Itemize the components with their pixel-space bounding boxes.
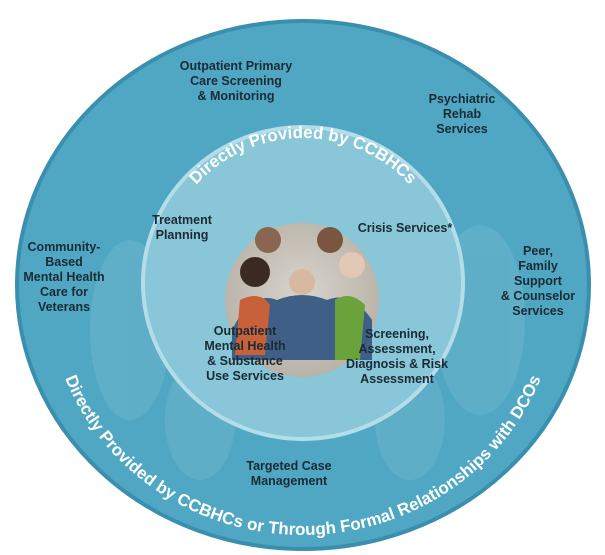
service-label-line: Peer,: [523, 244, 553, 258]
service-label-line: Care for: [40, 285, 88, 299]
service-label-line: Based: [45, 255, 83, 269]
service-label-line: Services: [512, 304, 563, 318]
service-label-line: Mental Health: [23, 270, 104, 284]
service-label-line: Crisis Services*: [358, 221, 453, 235]
service-label-line: Community-: [28, 240, 101, 254]
service-label-line: & Monitoring: [197, 89, 274, 103]
service-label-line: Support: [514, 274, 563, 288]
service-label-line: Care Screening: [190, 74, 282, 88]
service-label-line: Planning: [156, 228, 209, 242]
service-label-line: Veterans: [38, 300, 90, 314]
service-label-line: & Substance: [207, 354, 283, 368]
service-label-line: Mental Health: [204, 339, 285, 353]
service-label-line: Diagnosis & Risk: [346, 357, 448, 371]
service-label-line: Targeted Case: [246, 459, 331, 473]
service-label-line: Psychiatric: [429, 92, 496, 106]
service-label-line: Services: [436, 122, 487, 136]
service-label-line: Treatment: [152, 213, 213, 227]
service-label-line: Use Services: [206, 369, 284, 383]
service-label-line: Assessment: [360, 372, 434, 386]
service-label-line: & Counselor: [501, 289, 575, 303]
people-photo: [225, 223, 379, 377]
service-label-crisis-services: Crisis Services*: [358, 221, 453, 235]
service-label-line: Rehab: [443, 107, 482, 121]
service-label-line: Outpatient: [214, 324, 277, 338]
service-label-line: Assessment,: [358, 342, 435, 356]
service-label-line: Management: [251, 474, 328, 488]
service-label-line: Family: [518, 259, 558, 273]
service-label-line: Screening,: [365, 327, 429, 341]
service-label-line: Outpatient Primary: [180, 59, 293, 73]
